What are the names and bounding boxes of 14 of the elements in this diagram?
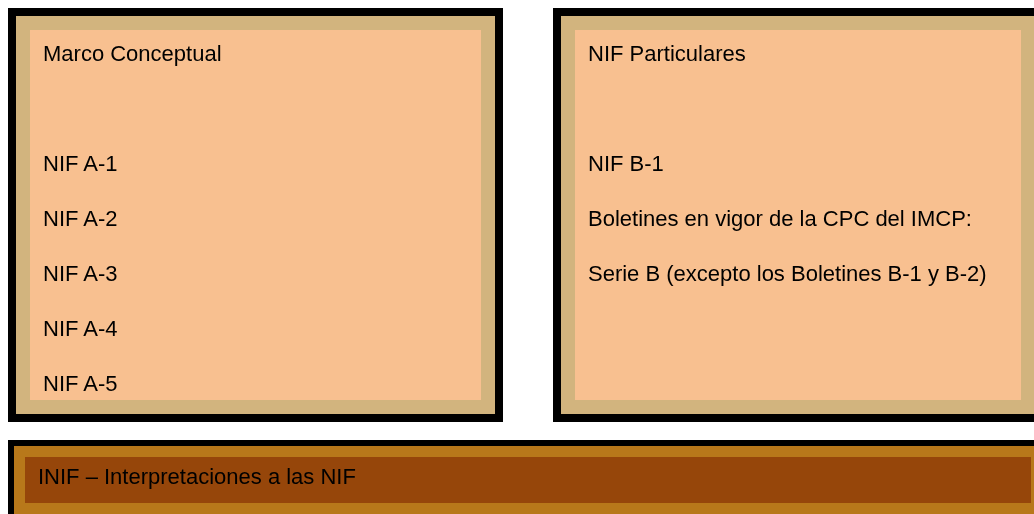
item-text: Serie B (excepto los Boletines B-1 y B-2) xyxy=(588,260,988,288)
heading-text: Marco Conceptual xyxy=(43,40,223,68)
heading-text: NIF Particulares xyxy=(588,40,747,68)
content-card xyxy=(8,8,503,422)
item-text: Boletines en vigor de la CPC del IMCP: xyxy=(588,205,973,233)
item-text: NIF A-2 xyxy=(43,205,119,233)
item-text: NIF A-4 xyxy=(43,315,119,343)
item-text: NIF B-1 xyxy=(588,150,665,178)
item-text: NIF A-3 xyxy=(43,260,119,288)
content-card xyxy=(553,8,1034,422)
item-text: NIF A-1 xyxy=(43,150,119,178)
heading-text: INIF – Interpretaciones a las NIF xyxy=(38,463,357,491)
banner-bar xyxy=(8,440,1034,514)
item-text: NIF A-5 xyxy=(43,370,119,398)
